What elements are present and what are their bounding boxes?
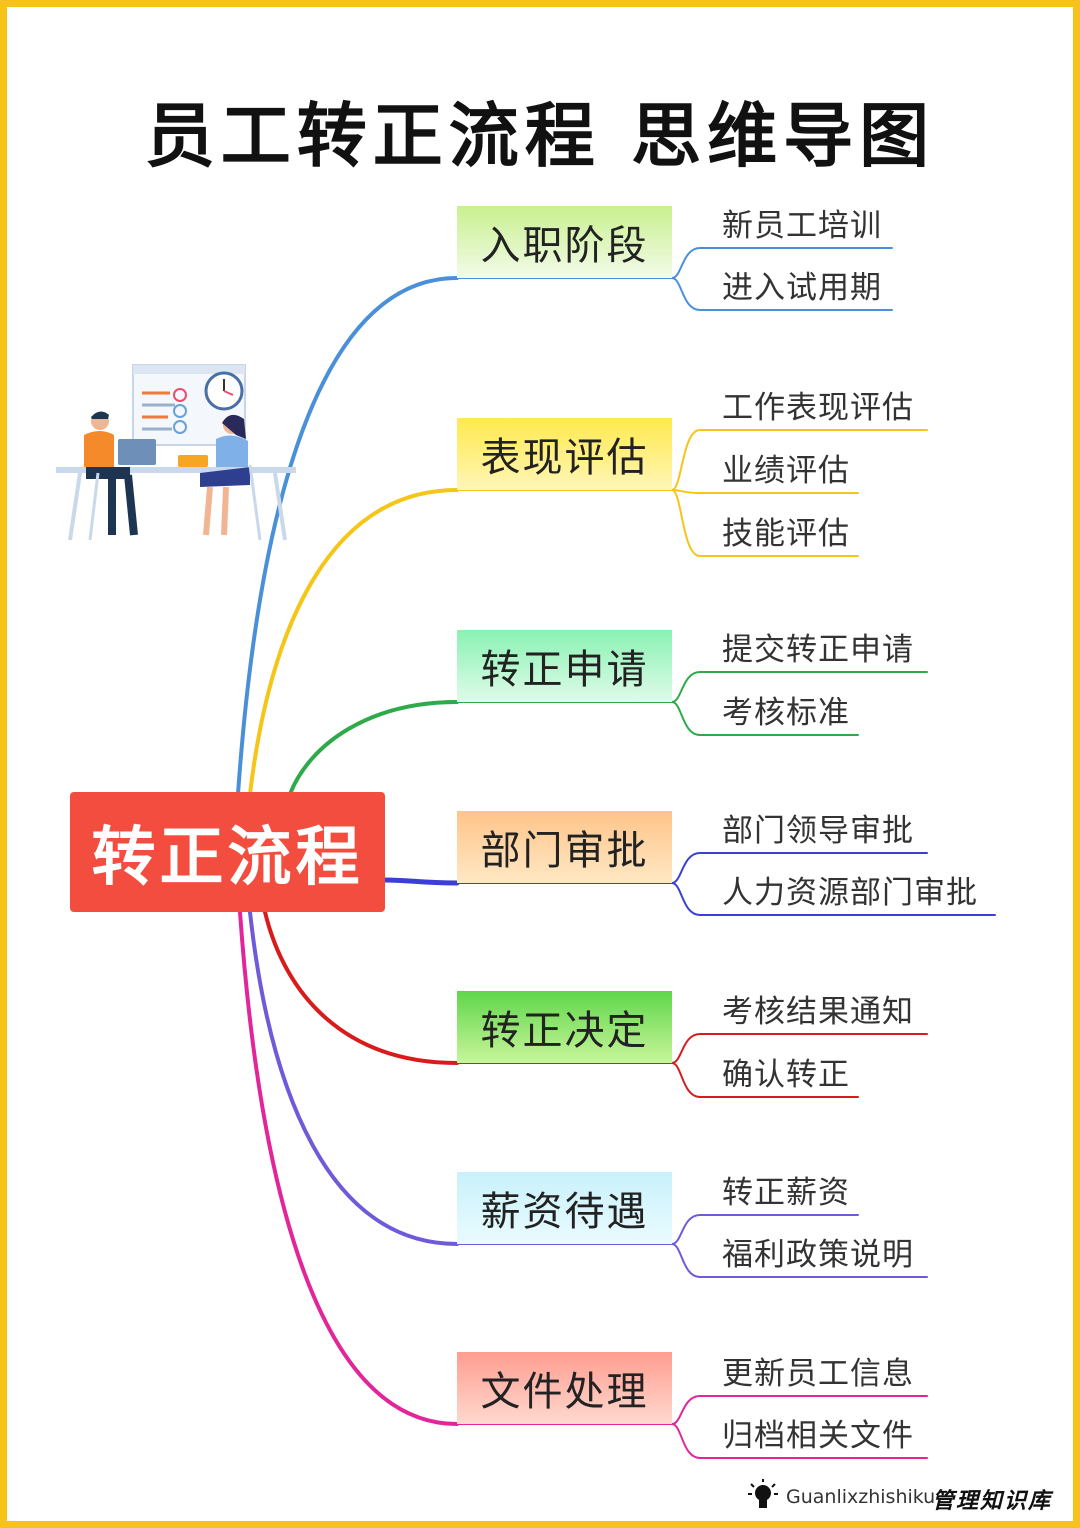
branch-document-processing: 文件处理 — [457, 1352, 672, 1424]
leaf-connector — [672, 490, 858, 493]
connector-center-to-branch — [240, 912, 457, 1424]
office-illustration — [50, 355, 300, 545]
leaf-enter-probation: 进入试用期 — [722, 262, 882, 307]
branch-salary-benefits: 薪资待遇 — [457, 1172, 672, 1244]
branch-onboarding: 入职阶段 — [457, 206, 672, 278]
leaf-confirm-regular: 确认转正 — [722, 1049, 850, 1094]
leaf-skills-eval: 技能评估 — [722, 508, 850, 553]
leaf-submit-application: 提交转正申请 — [722, 624, 914, 669]
leaf-archive-documents: 归档相关文件 — [722, 1410, 914, 1455]
lightbulb-icon — [748, 1478, 778, 1514]
leaf-hr-approval: 人力资源部门审批 — [722, 867, 978, 912]
footer-brand-en: Guanlixzhishiku — [786, 1486, 935, 1508]
branch-confirmation-decision: 转正决定 — [457, 991, 672, 1063]
leaf-result-notice: 考核结果通知 — [722, 986, 914, 1031]
leaf-work-performance-eval: 工作表现评估 — [722, 382, 914, 427]
footer-brand-cn: 管理知识库 — [932, 1483, 1052, 1515]
connector-center-to-branch — [385, 880, 457, 883]
leaf-regular-salary: 转正薪资 — [722, 1167, 850, 1212]
branch-department-approval: 部门审批 — [457, 811, 672, 883]
leaf-new-employee-training: 新员工培训 — [722, 200, 882, 245]
branch-performance-evaluation: 表现评估 — [457, 418, 672, 490]
connector-center-to-branch — [265, 912, 457, 1063]
leaf-update-employee-info: 更新员工信息 — [722, 1348, 914, 1393]
connector-center-to-branch — [290, 702, 457, 794]
leaf-assessment-criteria: 考核标准 — [722, 687, 850, 732]
leaf-results-eval: 业绩评估 — [722, 445, 850, 490]
central-topic: 转正流程 — [70, 792, 385, 912]
branch-confirmation-application: 转正申请 — [457, 630, 672, 702]
leaf-leader-approval: 部门领导审批 — [722, 805, 914, 850]
leaf-benefits-policy: 福利政策说明 — [722, 1229, 914, 1274]
